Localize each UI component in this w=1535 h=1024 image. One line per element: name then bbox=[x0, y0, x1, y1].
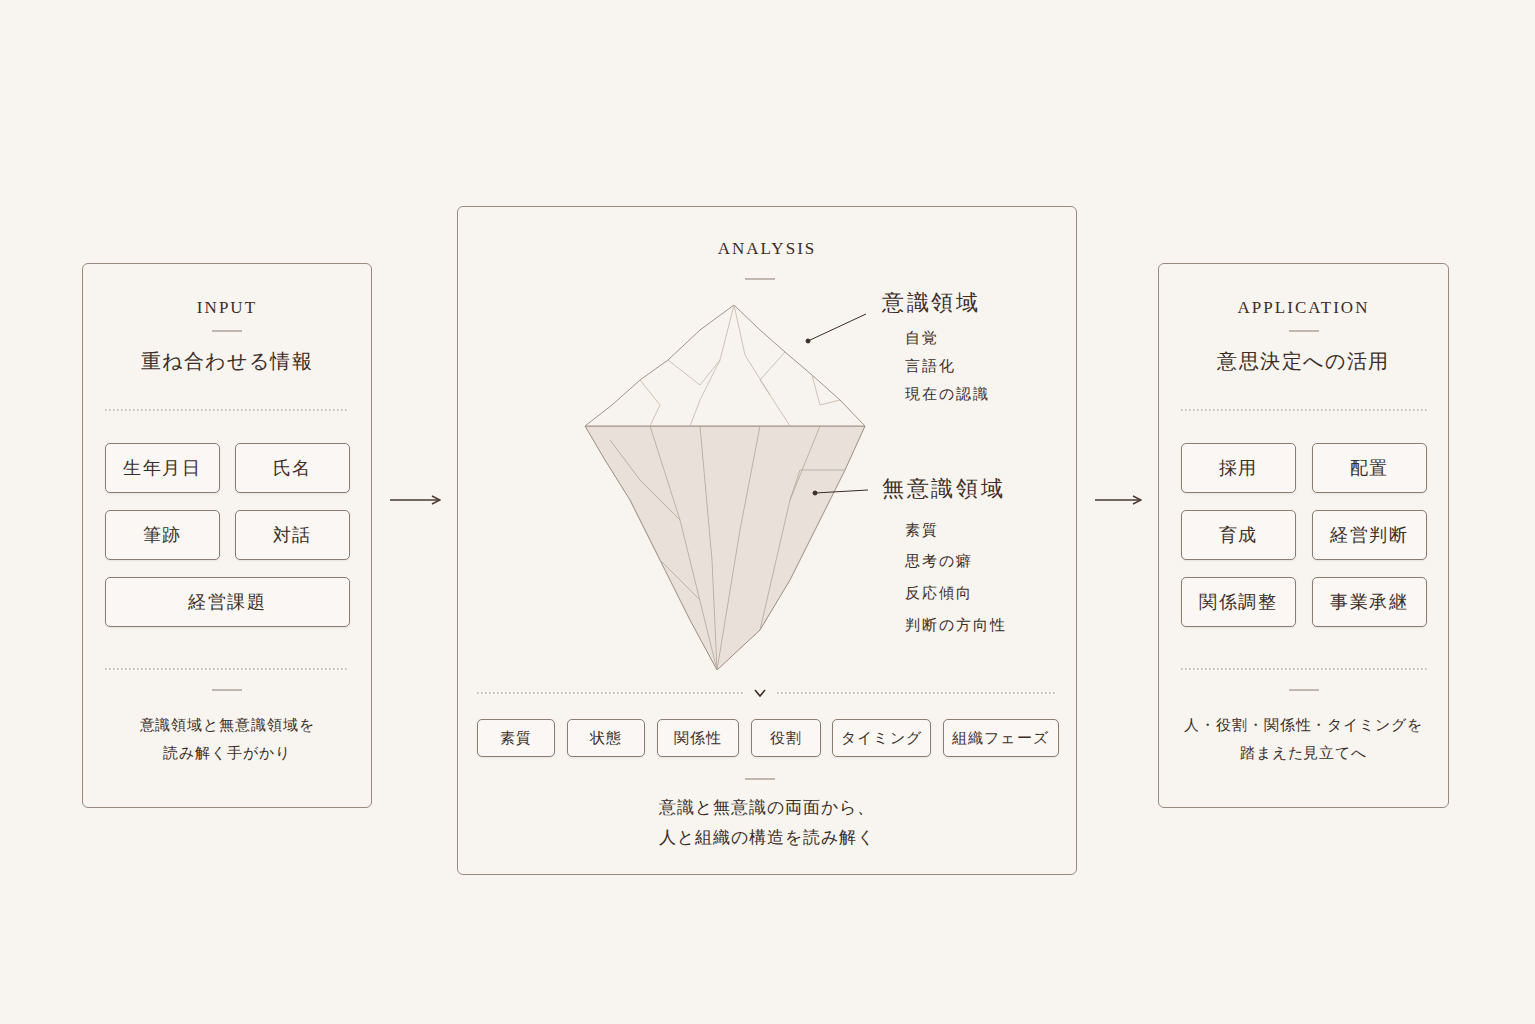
item-box: 素質 bbox=[477, 719, 555, 757]
item-label: 状態 bbox=[590, 729, 622, 748]
item-label: 事業承継 bbox=[1330, 590, 1409, 614]
item-box: 経営判断 bbox=[1312, 510, 1427, 560]
item-label: 育成 bbox=[1219, 523, 1259, 547]
item-label: 対話 bbox=[273, 523, 313, 547]
note-text: 人・役割・関係性・タイミングを 踏まえた見立てへ bbox=[1179, 711, 1428, 767]
region-label: 意識領域 bbox=[882, 288, 981, 318]
item-label: 経営課題 bbox=[188, 590, 267, 614]
panel-note: 意識領域と無意識領域を 読み解く手がかり bbox=[83, 711, 371, 767]
flow-arrow bbox=[390, 499, 440, 500]
note-text: 意識領域と無意識領域を 読み解く手がかり bbox=[136, 711, 319, 767]
panel-heading: ANALYSIS bbox=[458, 239, 1076, 259]
dotted-rules bbox=[105, 410, 1427, 693]
item-box: タイミング bbox=[832, 719, 931, 757]
item-box: 組織フェーズ bbox=[943, 719, 1059, 757]
item-box: 生年月日 bbox=[105, 443, 220, 493]
stage-panel: ANALYSIS意識と無意識の両面から、 人と組織の構造を読み解く素質状態関係性… bbox=[457, 206, 1077, 875]
item-label: 関係性 bbox=[674, 729, 723, 748]
item-label: 生年月日 bbox=[123, 456, 202, 480]
panel-subtitle: 意思決定への活用 bbox=[1159, 348, 1448, 375]
item-box: 育成 bbox=[1181, 510, 1296, 560]
panel-subtitle: 意識と無意識の両面から、 人と組織の構造を読み解く bbox=[458, 793, 1076, 853]
trait-label: 現在の認識 bbox=[905, 385, 991, 404]
trait-label: 言語化 bbox=[905, 357, 956, 376]
item-label: 配置 bbox=[1350, 456, 1390, 480]
flow-arrow bbox=[1095, 499, 1141, 500]
item-box: 関係調整 bbox=[1181, 577, 1296, 627]
item-label: 筆跡 bbox=[143, 523, 183, 547]
note-text: 意識と無意識の両面から、 人と組織の構造を読み解く bbox=[654, 793, 880, 853]
item-box: 筆跡 bbox=[105, 510, 220, 560]
trait-label: 判断の方向性 bbox=[905, 616, 1008, 635]
region-label: 無意識領域 bbox=[882, 474, 1005, 504]
iceberg-illustration bbox=[478, 305, 1055, 670]
item-label: 役割 bbox=[770, 729, 802, 748]
item-label: 採用 bbox=[1219, 456, 1259, 480]
item-box: 役割 bbox=[751, 719, 821, 757]
stage-panel: APPLICATION 意思決定への活用人・役割・関係性・タイミングを 踏まえた見… bbox=[1158, 263, 1449, 808]
leader-lines bbox=[806, 314, 868, 495]
stage-panel: INPUT 重ね合わせる情報意識領域と無意識領域を 読み解く手がかり 生年月日 氏名筆… bbox=[82, 263, 372, 808]
chevron-down bbox=[755, 690, 765, 696]
panel-subtitle: 重ね合わせる情報 bbox=[83, 348, 371, 375]
item-box: 採用 bbox=[1181, 443, 1296, 493]
panel-heading: INPUT bbox=[83, 298, 371, 318]
trait-label: 自覚 bbox=[905, 329, 939, 348]
item-label: 関係調整 bbox=[1199, 590, 1278, 614]
panel-heading: APPLICATION bbox=[1159, 298, 1448, 318]
panel-note: 人・役割・関係性・タイミングを 踏まえた見立てへ bbox=[1159, 711, 1448, 767]
item-box: 配置 bbox=[1312, 443, 1427, 493]
item-box: 経営課題 bbox=[105, 577, 350, 627]
trait-label: 素質 bbox=[905, 521, 939, 540]
trait-label: 思考の癖 bbox=[905, 552, 973, 571]
item-label: 氏名 bbox=[273, 456, 313, 480]
item-label: 組織フェーズ bbox=[952, 729, 1049, 748]
item-label: 経営判断 bbox=[1330, 523, 1409, 547]
item-box: 氏名 bbox=[235, 443, 350, 493]
item-label: 素質 bbox=[500, 729, 532, 748]
item-box: 事業承継 bbox=[1312, 577, 1427, 627]
panel-rules bbox=[212, 279, 1319, 779]
item-box: 状態 bbox=[567, 719, 645, 757]
item-box: 関係性 bbox=[657, 719, 739, 757]
item-label: タイミング bbox=[841, 729, 922, 748]
item-box: 対話 bbox=[235, 510, 350, 560]
trait-label: 反応傾向 bbox=[905, 584, 973, 603]
